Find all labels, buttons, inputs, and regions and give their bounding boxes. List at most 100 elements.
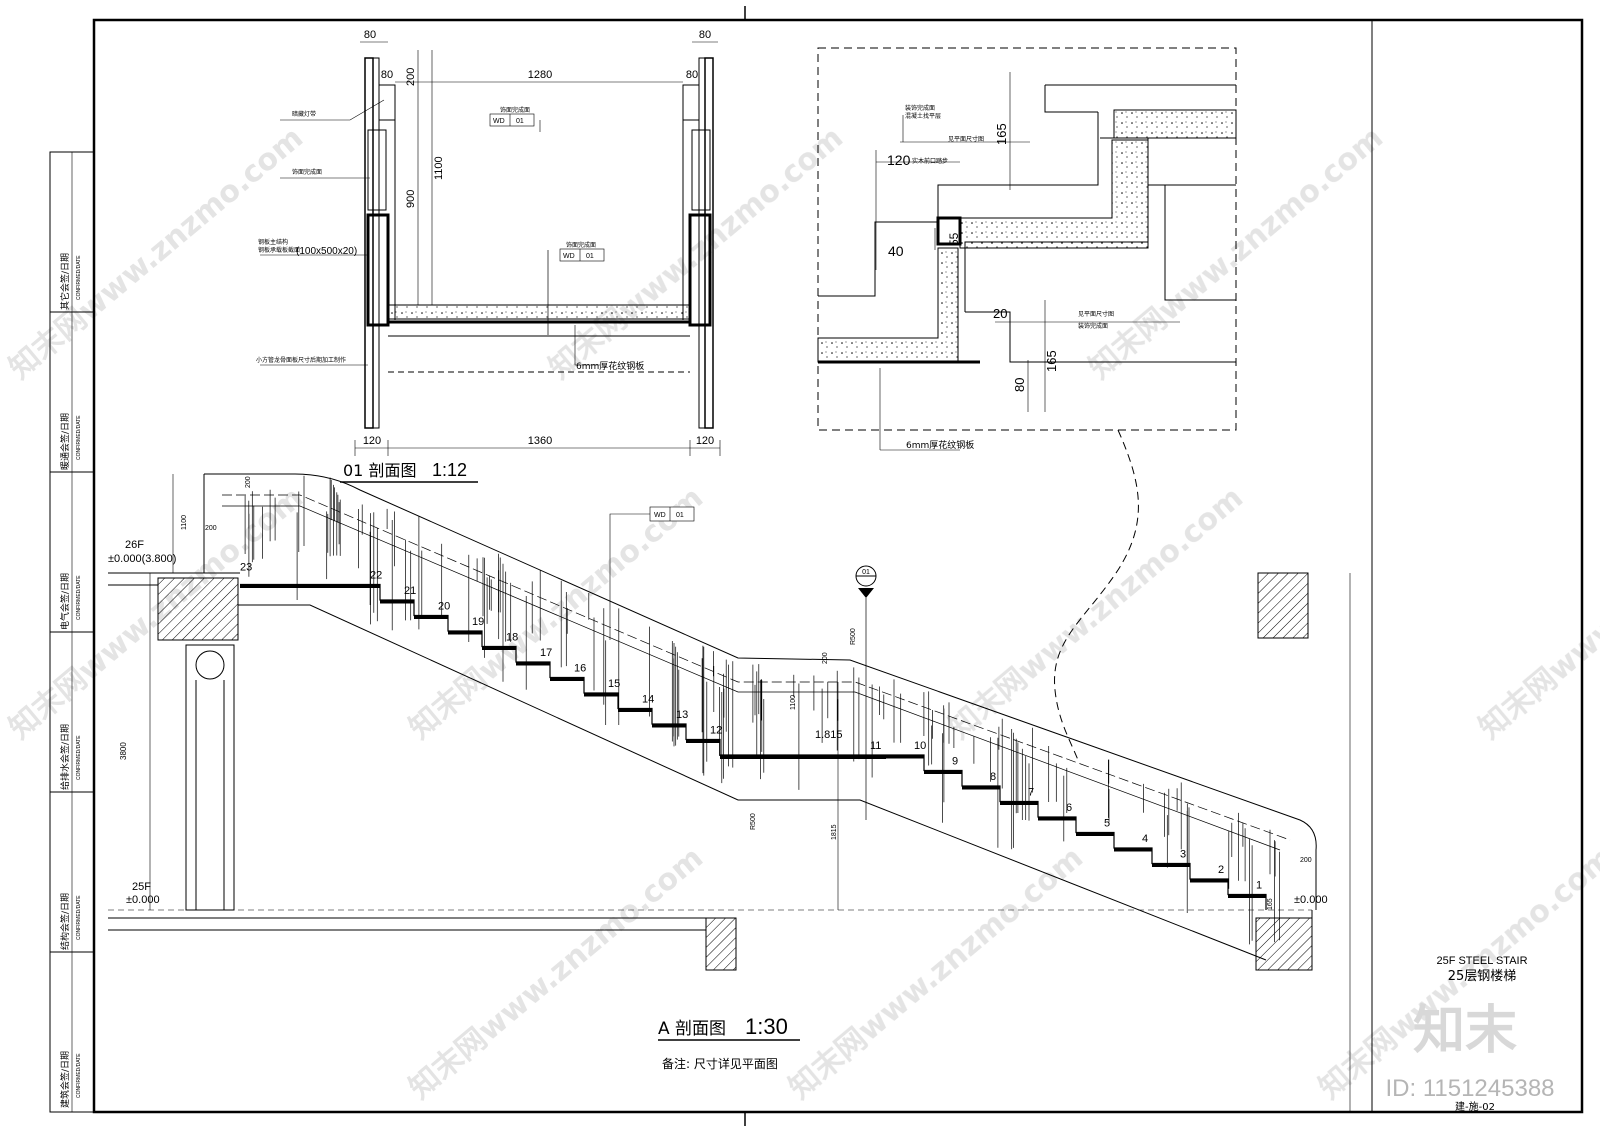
- step-number: 5: [1104, 818, 1110, 830]
- drawing-title-en: 25F STEEL STAIR: [1436, 955, 1527, 967]
- level-label: 25F: [132, 881, 151, 893]
- dim-text: 80: [699, 29, 711, 41]
- stair-profile: [240, 583, 1267, 910]
- signoff-label: 给排水会签/日期: [59, 724, 71, 790]
- signoff-sub: CONFIRMED/DATE: [76, 735, 82, 780]
- dim-text: 1360: [528, 435, 552, 447]
- step-number: 12: [710, 725, 722, 737]
- leader-label: 6mm厚花纹钢板: [906, 439, 974, 451]
- signoff-sub: CONFIRMED/DATE: [76, 1053, 82, 1098]
- watermark: 知末网www.znzmo.com: [3, 480, 310, 746]
- section-title: A 剖面图: [658, 1019, 726, 1039]
- dim-text: 120: [696, 435, 714, 447]
- leader-label: (100x500x20): [296, 246, 357, 257]
- dim-text: 80: [381, 69, 393, 81]
- dim-text: 165: [994, 123, 1009, 145]
- step-number: 10: [914, 740, 926, 752]
- signoff-label: 暖通会签/日期: [59, 413, 71, 470]
- stair-texture: [244, 475, 1280, 945]
- watermark: 知末网www.znzmo.com: [783, 840, 1090, 1106]
- dim-text: 200: [1300, 857, 1312, 864]
- brand-logo: 知末: [1413, 1001, 1517, 1061]
- dim-text: R500: [750, 813, 757, 830]
- leader-label: 混凝土找平层: [905, 112, 941, 120]
- dim-text: 80: [1012, 378, 1027, 392]
- section-a-text: 26F ±0.000(3.800) 25F ±0.000 ±0.000 3800…: [108, 474, 1328, 1071]
- step-number: 11: [870, 740, 881, 752]
- step-number: 9: [952, 756, 958, 768]
- leader-label: 钢板主结构: [258, 238, 288, 246]
- leader-label: 暗藏灯带: [292, 110, 316, 118]
- level-elev: ±0.000: [1294, 894, 1328, 906]
- dim-text: 165: [1044, 350, 1059, 372]
- leader-label: 见平面尺寸图: [948, 135, 984, 143]
- step-number: 15: [608, 678, 620, 690]
- leader-label: 装饰完成面: [905, 104, 935, 112]
- step-number: 1: [1256, 880, 1262, 892]
- dim-text: 1100: [790, 695, 797, 710]
- step-number: 18: [506, 632, 518, 644]
- signoff-sub: CONFIRMED/DATE: [76, 415, 82, 460]
- title-block: 25F STEEL STAIR 25层钢楼梯 知末 ID: 1151245388…: [1385, 955, 1554, 1113]
- leader-label: 饰面完成面: [500, 106, 530, 114]
- dim-text: 1.815: [815, 729, 843, 741]
- step-number: 7: [1028, 787, 1034, 799]
- leader-label: 6mm厚花纹钢板: [576, 360, 644, 372]
- tag-code: WD: [493, 118, 505, 125]
- drawing-title-cn: 25层钢楼梯: [1448, 969, 1517, 984]
- dim-text: 200: [405, 68, 417, 86]
- step-number: 14: [642, 694, 654, 706]
- dim-text: 1100: [181, 515, 188, 530]
- dim-text: 1100: [433, 156, 445, 180]
- section-scale: 1:12: [432, 460, 467, 480]
- dim-text: 200: [245, 476, 252, 488]
- dim-text: 165: [1267, 898, 1274, 910]
- signoff-sub: CONFIRMED/DATE: [76, 895, 82, 940]
- dim-text: 55: [947, 232, 961, 246]
- step-number: 21: [404, 585, 416, 597]
- leader-label: 钢板承载板截面: [258, 246, 300, 254]
- section-title: 01 剖面图: [343, 461, 416, 480]
- id-label: ID: 1151245388: [1385, 1075, 1554, 1102]
- dim-text: R500: [850, 628, 857, 645]
- step-number: 16: [574, 663, 586, 675]
- tag-no: 01: [676, 512, 684, 519]
- tag-no: 01: [586, 253, 594, 260]
- watermark: 知末网www.znzmo.com: [943, 480, 1250, 746]
- signoff-sub: CONFIRMED/DATE: [76, 255, 82, 300]
- dim-text: 1280: [528, 69, 552, 81]
- signoff-sub: CONFIRMED/DATE: [76, 575, 82, 620]
- step-number: 4: [1142, 833, 1148, 845]
- signoff-label: 电气会签/日期: [59, 573, 71, 630]
- step-number: 2: [1218, 864, 1224, 876]
- section-01: [260, 41, 721, 456]
- tread-detail: [817, 47, 1237, 451]
- tag-code: WD: [563, 253, 575, 260]
- dim-text: 200: [205, 525, 217, 532]
- tag-no: 01: [516, 118, 524, 125]
- dim-text: 20: [993, 306, 1007, 321]
- step-number: 3: [1180, 849, 1186, 861]
- dim-text: 80: [686, 69, 698, 81]
- dim-text: 40: [888, 243, 904, 259]
- dim-text: 120: [363, 435, 381, 447]
- level-elev: ±0.000: [126, 894, 160, 906]
- step-number: 13: [676, 709, 688, 721]
- tag-code: WD: [654, 512, 666, 519]
- dim-text: 80: [364, 29, 376, 41]
- dim-text: 900: [405, 190, 417, 208]
- step-number: 17: [540, 647, 552, 659]
- dim-text: 120: [887, 152, 911, 168]
- signoff-column: 其它会签/日期 CONFIRMED/DATE 暖通会签/日期 CONFIRMED…: [49, 151, 95, 1113]
- leader-label: 饰面完成面: [566, 241, 596, 249]
- step-number: 20: [438, 601, 450, 613]
- leader-label: 见平面尺寸图: [1078, 310, 1114, 318]
- step-number: 19: [472, 616, 484, 628]
- leader-label: 装饰完成面: [1078, 322, 1108, 330]
- stair-steps: [240, 583, 1267, 910]
- section-callout: 01: [862, 569, 870, 576]
- step-number: 22: [370, 570, 382, 582]
- section-note: 备注: 尺寸详见平面图: [662, 1056, 778, 1071]
- tread-detail-text: 165 120 实木前口踏步 40 55 20 165 80 装饰完成面 混凝土…: [887, 104, 1114, 451]
